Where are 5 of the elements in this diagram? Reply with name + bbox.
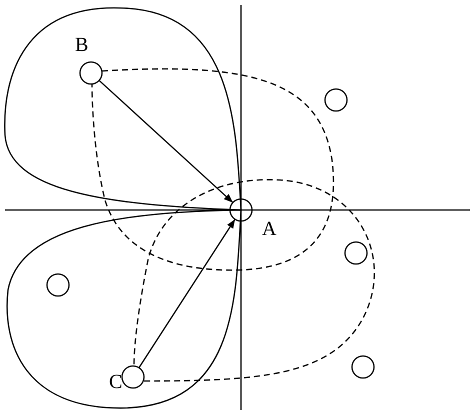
node-label: A xyxy=(262,219,276,239)
arrow xyxy=(138,218,236,368)
node-label: B xyxy=(75,35,88,55)
node-label: C xyxy=(109,372,122,392)
arrow xyxy=(98,80,234,204)
